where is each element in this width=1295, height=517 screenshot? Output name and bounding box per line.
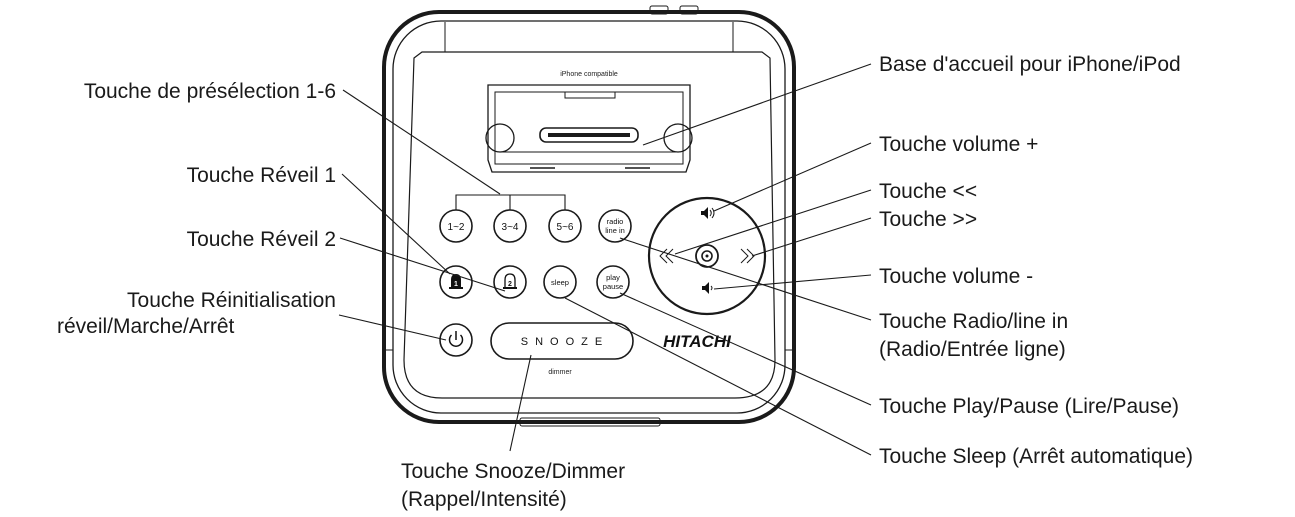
play-pause-button[interactable]: play pause — [596, 265, 630, 299]
dock-area: iPhone compatible — [485, 71, 693, 173]
volume-down-key[interactable] — [702, 282, 713, 294]
callout-rewind: Touche << — [879, 180, 977, 203]
radio-line-in-button[interactable]: radio line in — [598, 209, 632, 243]
speaker-quiet-icon — [702, 282, 713, 294]
svg-text:line in: line in — [605, 226, 625, 235]
callout-radio-line-1: Touche Radio/line in — [879, 310, 1068, 333]
callout-alarm-1: Touche Réveil 1 — [187, 164, 336, 187]
callout-forward: Touche >> — [879, 208, 977, 231]
svg-text:play: play — [606, 273, 620, 282]
rewind-key[interactable] — [659, 248, 674, 264]
preset-button-1[interactable]: 1~2 — [439, 209, 473, 243]
svg-text:1: 1 — [454, 281, 458, 288]
forward-key[interactable] — [740, 248, 755, 264]
volume-up-key[interactable] — [701, 207, 715, 219]
preset-bracket — [455, 194, 566, 210]
reset-power-button[interactable] — [439, 323, 473, 357]
double-chevron-right-icon — [740, 248, 755, 264]
dimmer-label: dimmer — [548, 369, 572, 376]
callout-snooze-line-1: Touche Snooze/Dimmer — [401, 460, 625, 483]
svg-text:radio: radio — [607, 217, 624, 226]
brand-logo: HITACHI — [663, 332, 732, 351]
dial-center-button[interactable] — [695, 244, 719, 268]
svg-text:2: 2 — [508, 281, 512, 288]
leader-lines — [338, 63, 872, 456]
double-chevron-left-icon — [659, 248, 674, 264]
svg-text:pause: pause — [603, 282, 623, 291]
svg-text:1~2: 1~2 — [448, 222, 465, 233]
snooze-dimmer-button[interactable]: SNOOZE — [490, 322, 634, 360]
callout-labels: Touche de présélection 1-6 Touche Réveil… — [57, 53, 1193, 511]
preset-button-3[interactable]: 5~6 — [548, 209, 582, 243]
svg-text:sleep: sleep — [551, 278, 569, 287]
svg-text:5~6: 5~6 — [557, 222, 574, 233]
callout-preset: Touche de présélection 1-6 — [84, 80, 336, 103]
callout-volume-up: Touche volume + — [879, 133, 1038, 156]
callout-radio-line-2: (Radio/Entrée ligne) — [879, 338, 1066, 361]
callout-dock: Base d'accueil pour iPhone/iPod — [879, 53, 1181, 76]
alarm-1-button[interactable]: 1 — [439, 265, 473, 299]
callout-reset-line-1: Touche Réinitialisation — [127, 289, 336, 312]
callout-alarm-2: Touche Réveil 2 — [187, 228, 336, 251]
callout-reset-line-2: réveil/Marche/Arrêt — [57, 315, 235, 338]
power-icon — [448, 331, 464, 347]
speaker-loud-icon — [701, 207, 715, 219]
callout-snooze-line-2: (Rappel/Intensité) — [401, 488, 567, 511]
preset-button-2[interactable]: 3~4 — [493, 209, 527, 243]
bell-2-icon: 2 — [503, 273, 517, 289]
sleep-button[interactable]: sleep — [543, 265, 577, 299]
bell-1-icon: 1 — [449, 274, 463, 289]
dock-caption: iPhone compatible — [560, 71, 618, 78]
svg-text:SNOOZE: SNOOZE — [521, 336, 609, 348]
callout-volume-down: Touche volume - — [879, 265, 1033, 288]
device-body — [382, 5, 796, 427]
callout-sleep: Touche Sleep (Arrêt automatique) — [879, 445, 1193, 468]
alarm-2-button[interactable]: 2 — [493, 265, 527, 299]
svg-text:3~4: 3~4 — [502, 222, 519, 233]
callout-play-pause: Touche Play/Pause (Lire/Pause) — [879, 395, 1179, 418]
